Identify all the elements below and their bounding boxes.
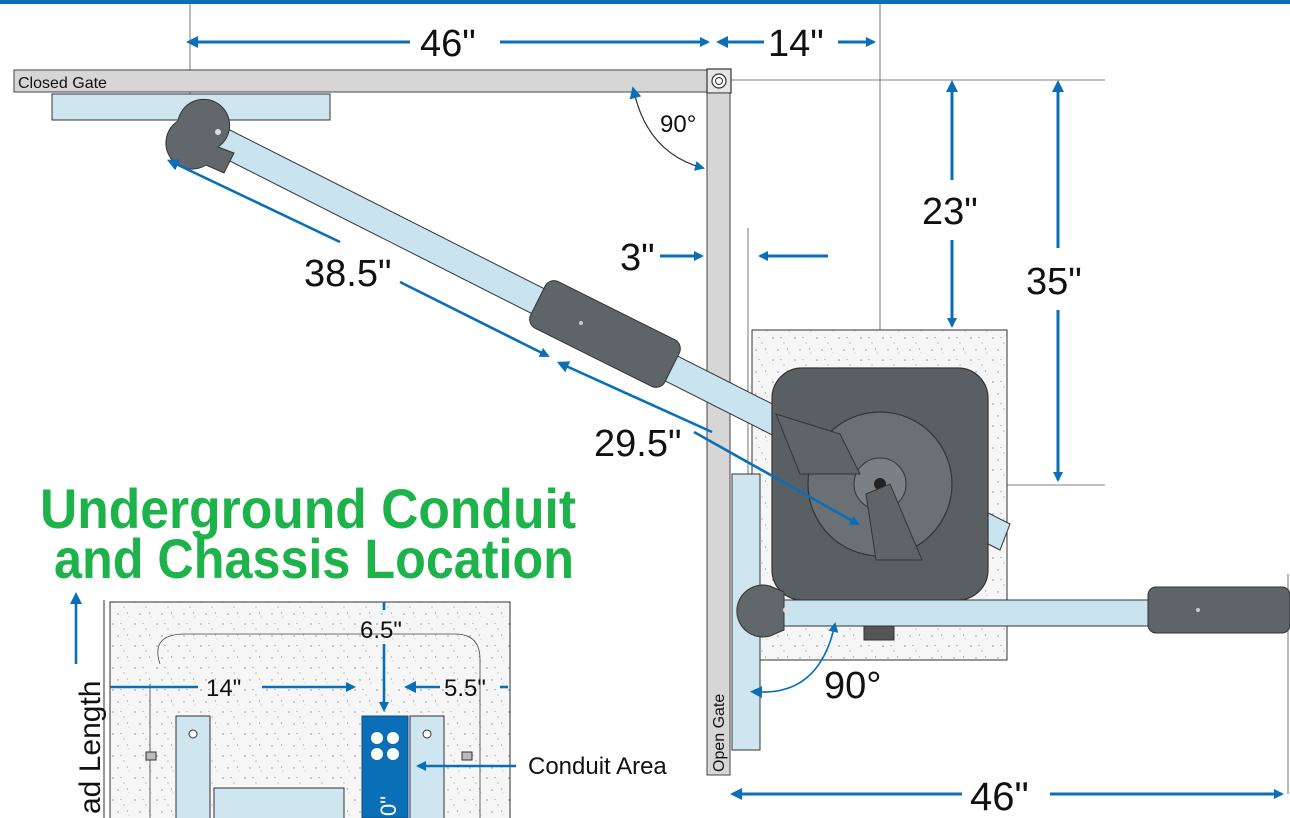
inset-6-5-label: 6.5" xyxy=(360,617,402,644)
hinge-pin xyxy=(711,73,727,89)
inset-5-5-label: 5.5" xyxy=(444,675,486,702)
angle-open-label: 90° xyxy=(824,665,881,707)
dim-bottom-46-label: 46" xyxy=(970,775,1029,818)
dim-38-5-label: 38.5" xyxy=(304,253,391,295)
conduit-hole xyxy=(387,748,399,760)
open-gate-label: Open Gate xyxy=(711,694,728,772)
conduit-hole xyxy=(371,732,383,744)
diagram-canvas: Closed Gate Open Gate xyxy=(13,4,1290,818)
conduit-area-label: Conduit Area xyxy=(528,753,667,780)
conduit-hole xyxy=(371,748,383,760)
operator-unit xyxy=(771,367,989,641)
inset-14-label: 14" xyxy=(206,675,241,702)
open-gate-bar xyxy=(706,92,731,776)
angle-closed-label: 90° xyxy=(660,111,696,138)
conduit-hole xyxy=(387,732,399,744)
angle-arc-closed xyxy=(629,86,705,171)
closed-gate-label: Closed Gate xyxy=(18,75,107,92)
dim-29-5-label: 29.5" xyxy=(594,423,681,465)
dim-3-label: 3" xyxy=(620,237,655,279)
dim-23-label: 23" xyxy=(922,191,978,233)
dim-35-label: 35" xyxy=(1026,261,1082,303)
dim-38-5 xyxy=(166,159,550,358)
dim-top-46-label: 46" xyxy=(420,23,476,65)
arm-closed-end xyxy=(165,98,235,174)
top-accent-bar xyxy=(0,0,1290,4)
closed-gate-bar xyxy=(13,69,715,93)
title-line-2: and Chassis Location xyxy=(54,527,574,590)
arm-closed-slider xyxy=(529,280,681,388)
angle-arc-open xyxy=(750,622,839,699)
pad-length-label: ad Length xyxy=(74,681,107,814)
inset-detail: ad Length 0" 6.5" 14" 5.5" xyxy=(70,592,667,818)
dim-29-5 xyxy=(556,361,860,526)
conduit-block xyxy=(361,715,409,818)
title-line-1: Underground Conduit xyxy=(40,477,576,540)
dim-top-14-label: 14" xyxy=(768,23,824,65)
arm-open-end xyxy=(736,584,785,638)
arm-open-slider xyxy=(1147,586,1290,634)
inset-partial-label: 0" xyxy=(376,796,401,816)
